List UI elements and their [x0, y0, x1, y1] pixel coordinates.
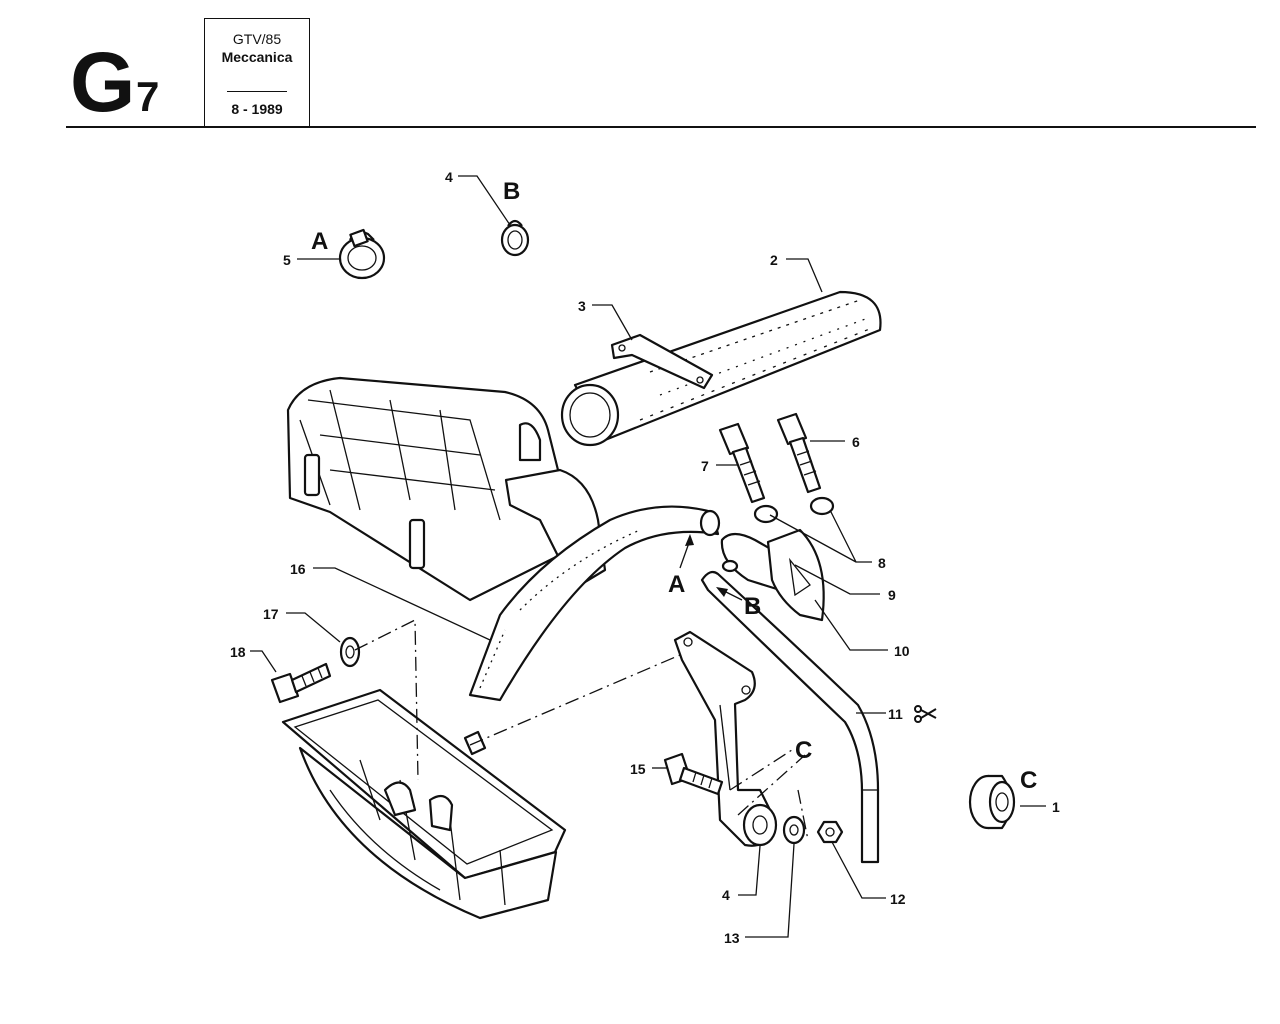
callout-8: 8	[878, 555, 886, 571]
callout-5: 5	[283, 252, 291, 268]
air-filter-housing	[286, 376, 607, 602]
callout-18: 18	[230, 644, 246, 660]
ref-c-bracket: C	[795, 737, 812, 764]
bushing-1	[968, 774, 1016, 830]
reference-letters: A B A B C C	[311, 178, 1037, 794]
ref-a-clamp: A	[311, 228, 328, 255]
hose-a	[468, 505, 721, 702]
callout-16: 16	[290, 561, 306, 577]
washers-8	[753, 496, 835, 524]
scissors-icon	[914, 705, 937, 723]
ref-arrow-b	[716, 587, 743, 601]
header-rule	[66, 126, 1256, 128]
callout-4-top: 4	[445, 169, 453, 185]
ref-b-hose: B	[744, 593, 761, 620]
callout-11: 11	[888, 706, 903, 722]
group-letter: G	[70, 35, 136, 129]
lower-tray	[281, 688, 567, 920]
breather-valve	[720, 528, 825, 622]
callouts: 1 2 3 4 4 5 6 7 8 9 10 11 12 13 15 16 17…	[230, 169, 1060, 946]
bolt-15	[663, 752, 724, 796]
callout-12: 12	[890, 891, 906, 907]
title-block-divider	[227, 91, 287, 92]
bolt-7	[718, 422, 766, 504]
callout-17: 17	[263, 606, 279, 622]
ref-a-hose: A	[668, 571, 685, 598]
clamp-b	[500, 219, 530, 257]
group-number: 7	[136, 73, 160, 120]
bracket	[673, 630, 777, 847]
bolt-6	[776, 412, 822, 494]
callout-6: 6	[852, 434, 860, 450]
callout-15: 15	[630, 761, 646, 777]
ref-c-part: C	[1020, 767, 1037, 794]
callout-1: 1	[1052, 799, 1060, 815]
washer-13	[782, 815, 806, 845]
nut-12	[816, 820, 844, 844]
ref-arrow-a	[679, 534, 694, 569]
washer-17	[339, 636, 361, 668]
ref-b-clamp: B	[503, 178, 520, 205]
pipe-b	[700, 570, 880, 864]
callout-7: 7	[701, 458, 709, 474]
date-label: 8 - 1989	[231, 101, 283, 117]
callout-10: 10	[894, 643, 910, 659]
grommet-4	[742, 803, 778, 847]
leader-lines	[250, 175, 1046, 938]
callout-13: 13	[724, 930, 740, 946]
duct-strap	[610, 333, 714, 390]
clamp-a	[338, 228, 386, 280]
section-label: Meccanica	[221, 49, 293, 65]
callout-4-bottom: 4	[722, 887, 730, 903]
air-duct	[560, 290, 882, 447]
callout-2: 2	[770, 252, 778, 268]
model-label: GTV/85	[232, 31, 282, 47]
callout-3: 3	[578, 298, 586, 314]
bolt-18	[270, 662, 332, 704]
callout-9: 9	[888, 587, 896, 603]
assembly-lines	[354, 618, 809, 841]
title-block: GTV/85 Meccanica 8 - 1989	[204, 18, 310, 128]
